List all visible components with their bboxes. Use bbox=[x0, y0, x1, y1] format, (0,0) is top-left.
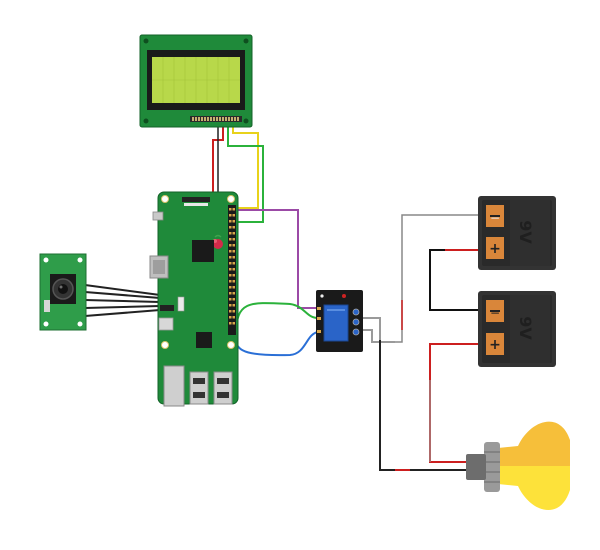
mount-hole bbox=[161, 341, 169, 349]
gpio-header bbox=[228, 205, 236, 335]
bulb-glass-bottom bbox=[498, 466, 570, 511]
relay-input-pins bbox=[317, 307, 321, 333]
wire-relay-battery-top bbox=[395, 214, 478, 343]
relay-output-terminals bbox=[352, 308, 360, 336]
mount-hole bbox=[227, 341, 235, 349]
ethernet-port bbox=[163, 365, 185, 407]
battery-top: − + 9V bbox=[478, 196, 556, 270]
battery-bottom-plus-label: + bbox=[489, 337, 501, 353]
wire-battery-series bbox=[429, 249, 478, 311]
usb-port-1 bbox=[189, 371, 209, 405]
battery-bottom-minus-label: − bbox=[490, 306, 500, 320]
lcd-pixel-grid bbox=[152, 57, 240, 103]
relay-led bbox=[342, 294, 346, 298]
wire-lcd-green bbox=[227, 125, 264, 223]
wire-lcd-red bbox=[212, 125, 228, 201]
wire-pi-relay-blue bbox=[235, 331, 319, 357]
raspberry-logo-icon bbox=[213, 234, 223, 249]
mount-hole bbox=[227, 195, 235, 203]
battery-top-minus-label: − bbox=[490, 211, 500, 225]
light-bulb bbox=[466, 421, 570, 511]
battery-top-voltage-label: 9V bbox=[516, 220, 535, 244]
power-port bbox=[152, 211, 164, 221]
wire-pi-relay-green bbox=[235, 302, 319, 336]
battery-bottom: − + 9V bbox=[478, 291, 556, 367]
battery-bottom-plus-terminal bbox=[486, 333, 504, 355]
lcd-display bbox=[139, 34, 253, 128]
camera-connector bbox=[177, 296, 185, 312]
wire-relay-gray-2 bbox=[362, 329, 395, 343]
wire-relay-gray-1 bbox=[362, 317, 381, 340]
audio-jack bbox=[158, 317, 174, 331]
battery-top-plus-terminal bbox=[486, 237, 504, 259]
relay-module bbox=[316, 290, 363, 352]
wire-pi-relay-purple bbox=[238, 209, 318, 309]
battery-bottom-voltage-label: 9V bbox=[516, 316, 535, 340]
bulb-base bbox=[484, 442, 500, 492]
wire-battery-bulb-red bbox=[429, 343, 478, 463]
soc-chip bbox=[192, 240, 214, 262]
mount-hole bbox=[161, 195, 169, 203]
raspberry-pi-board bbox=[149, 191, 239, 407]
wires bbox=[84, 125, 478, 471]
wire-lcd-yellow bbox=[232, 125, 259, 209]
camera-module bbox=[39, 253, 87, 331]
bulb-glass-top bbox=[498, 421, 570, 466]
wire-relay-bulb-black bbox=[379, 340, 468, 471]
bulb-contact bbox=[466, 454, 486, 480]
lcd-header-pins bbox=[190, 116, 242, 122]
battery-top-plus-label: + bbox=[489, 241, 501, 257]
usb-port-2 bbox=[213, 371, 233, 405]
memory-chip bbox=[196, 332, 212, 348]
display-connector bbox=[182, 197, 210, 202]
